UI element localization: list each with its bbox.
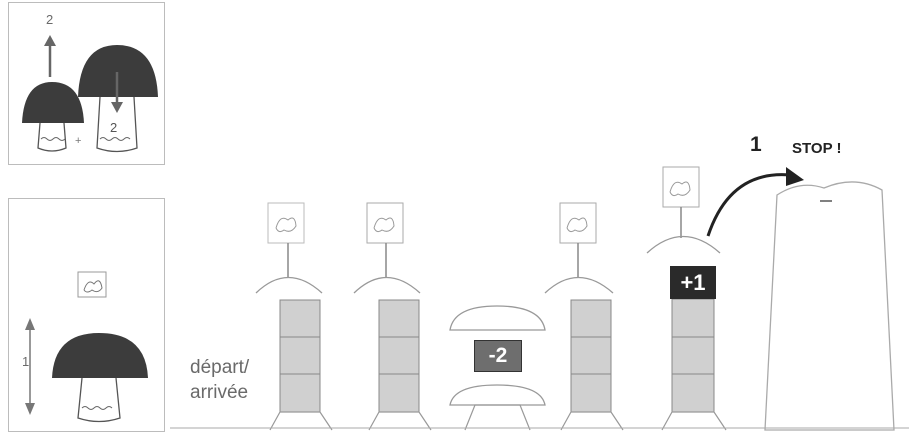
board-column-2 [354,203,431,430]
rule-bottom-move-number: 1 [22,354,29,369]
rule-top-up-number: 2 [46,12,53,27]
finish-tower [765,182,894,430]
plus-one-card: +1 [670,266,716,299]
start-label-line2: arrivée [190,382,248,404]
rule-top-number2: 2 [110,120,117,135]
rule-top-plus: + [75,135,81,147]
board-column-4 [545,203,623,430]
rule-top-mushrooms: + 2 [22,35,158,152]
jump-count-label: 1 [750,133,762,157]
rule-bottom-mushroom [25,272,148,422]
start-label-line1: départ/ [190,357,249,379]
minus-two-card: -2 [474,340,522,372]
board-column-1 [256,203,332,430]
stop-label: STOP ! [792,140,841,157]
